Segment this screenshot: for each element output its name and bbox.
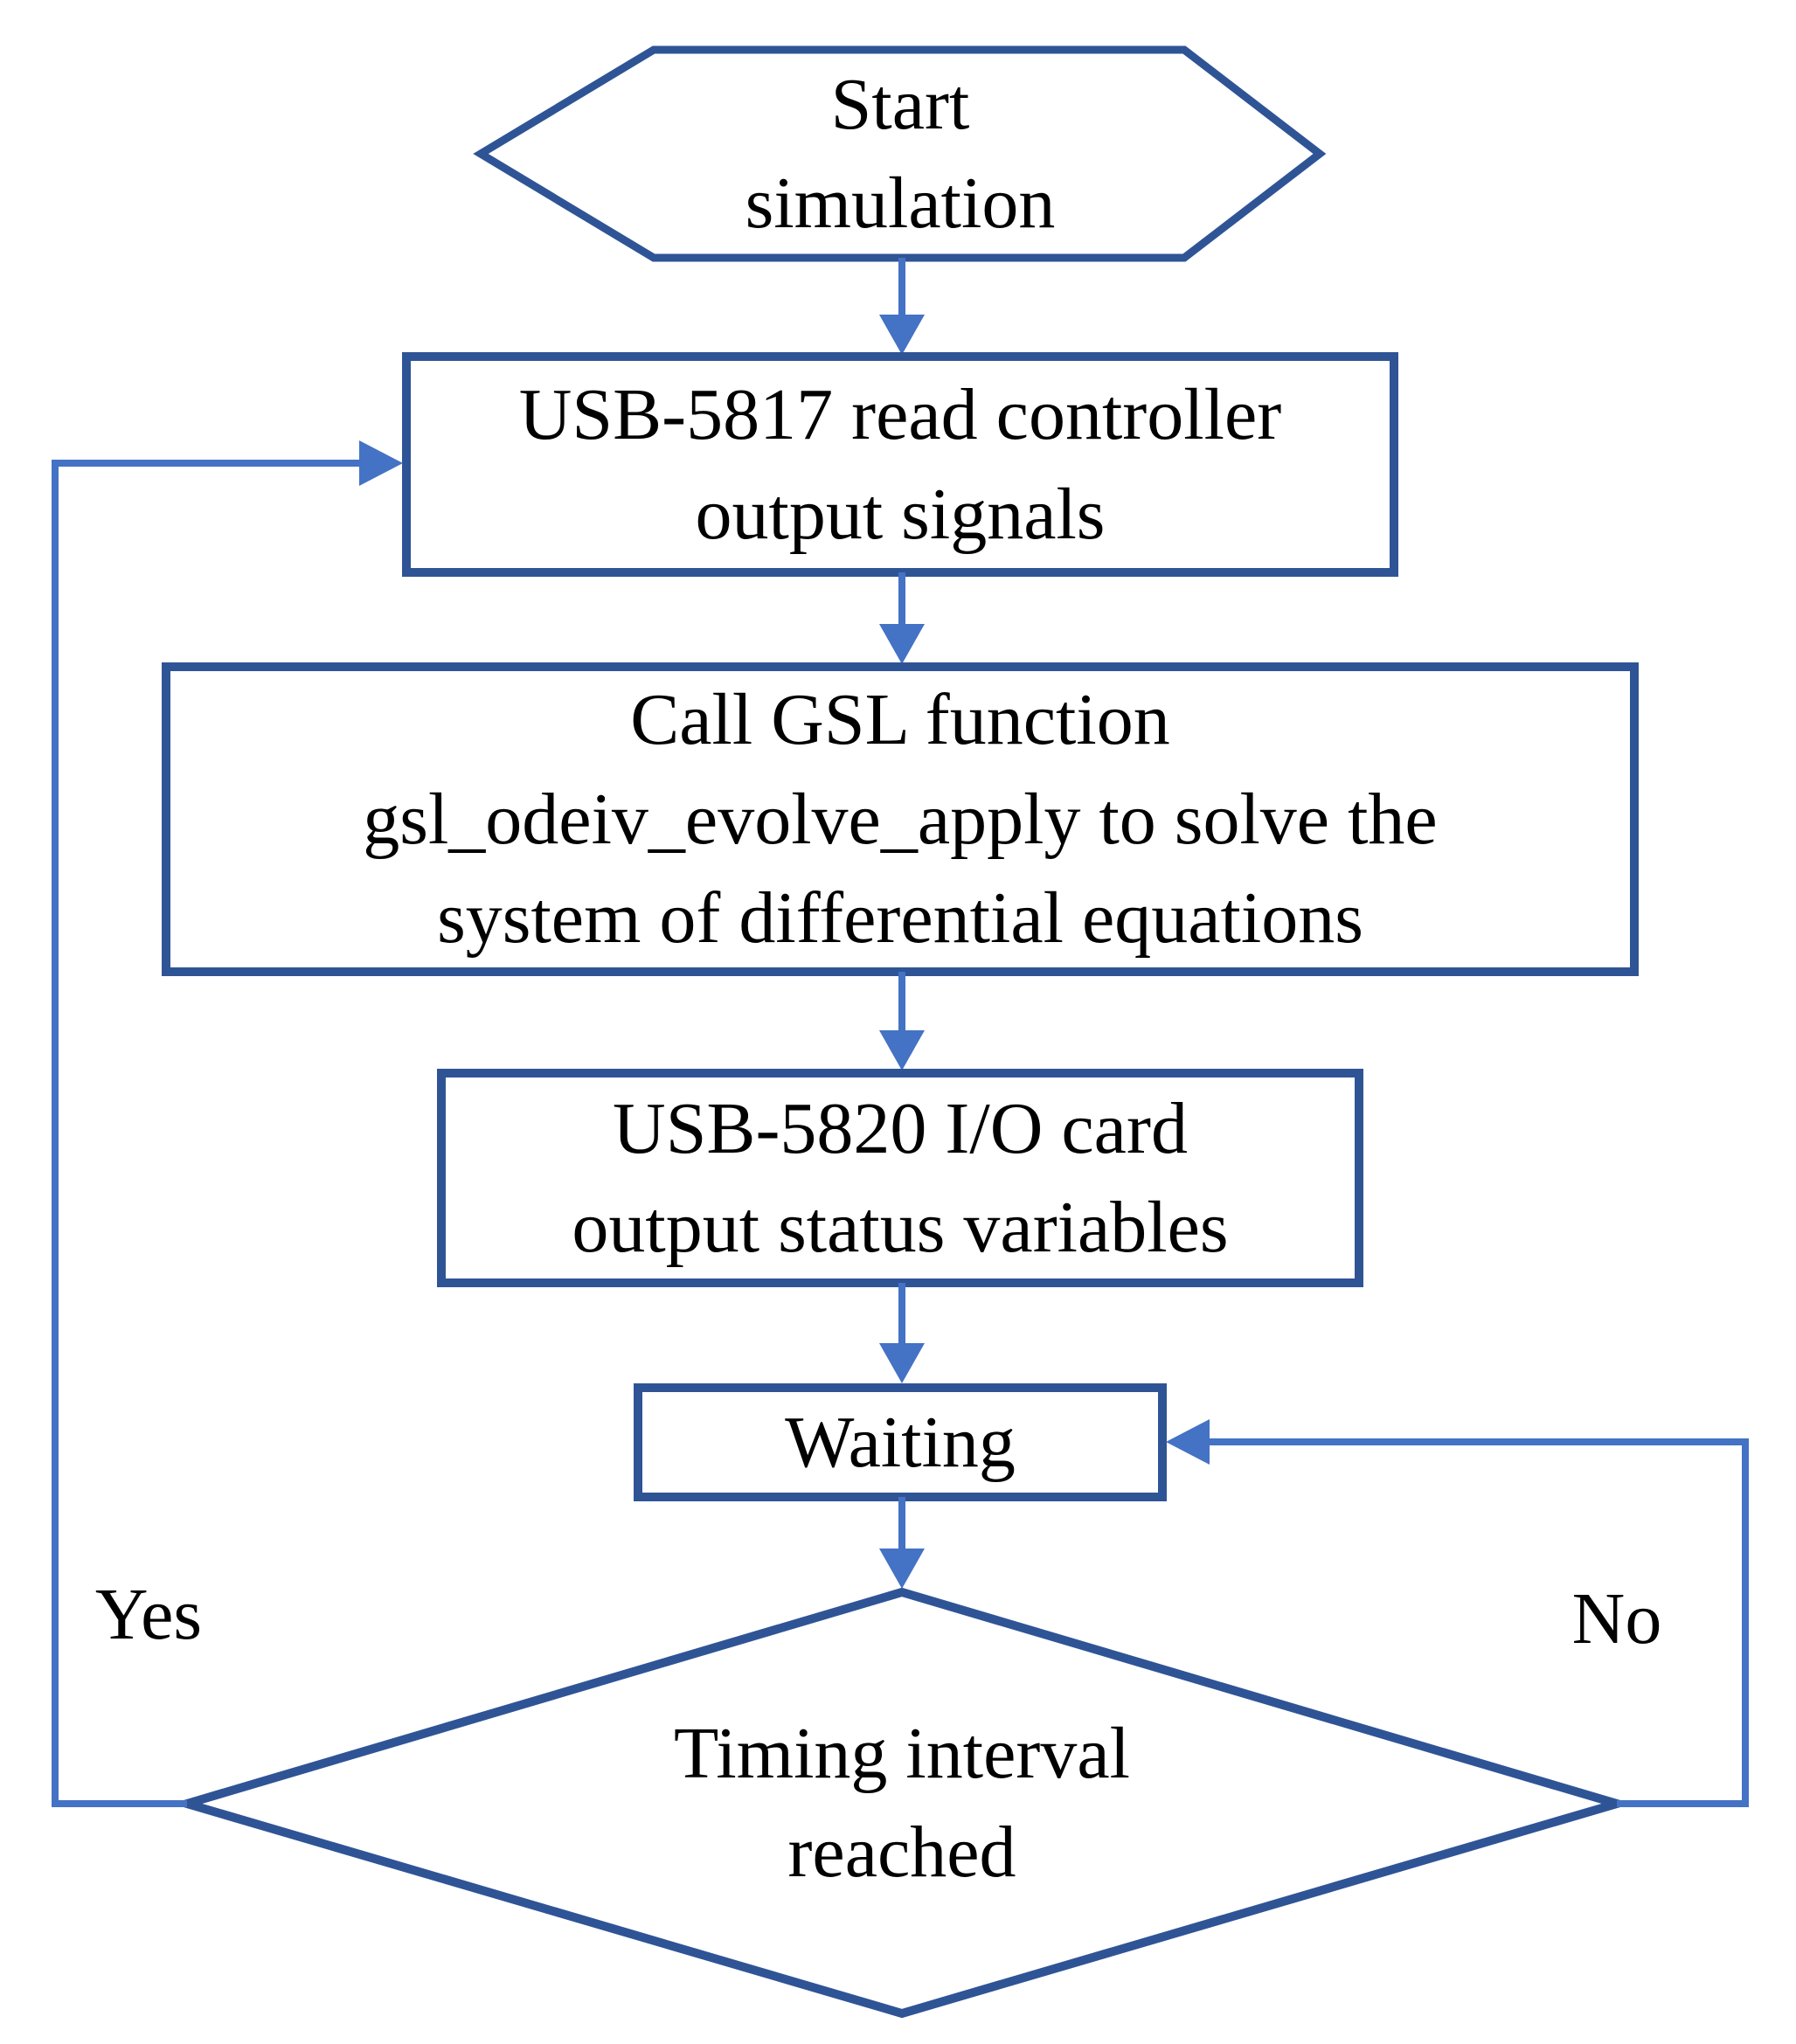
yes-loop-arrowhead [359, 440, 403, 486]
read-controller-box-shape [402, 352, 1398, 577]
start-hexagon-shape [473, 45, 1327, 262]
no-loop-arrowhead [1166, 1419, 1210, 1465]
solve-ode-box-shape [162, 662, 1639, 976]
arrow-start-to-read-head [879, 315, 925, 355]
arrow-read-to-solve-head [879, 624, 925, 664]
no-loop-connector [1210, 1438, 1749, 1807]
arrow-waiting-to-decision-head [879, 1549, 925, 1589]
yes-loop-connector [52, 460, 359, 1807]
waiting-box-shape [634, 1383, 1167, 1501]
output-status-box-shape [437, 1069, 1363, 1287]
arrow-output-to-waiting-head [879, 1343, 925, 1383]
decision-diamond-shape [171, 1587, 1633, 2019]
arrow-solve-to-output-head [879, 1030, 925, 1071]
